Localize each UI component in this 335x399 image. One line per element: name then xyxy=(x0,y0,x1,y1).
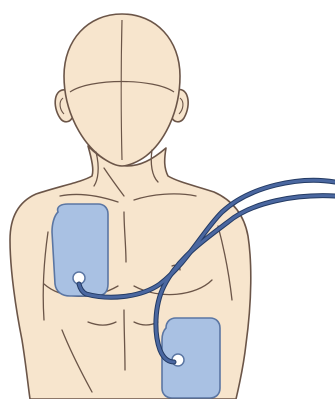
defibrillator-pad-lower-left-side xyxy=(162,318,220,398)
head xyxy=(55,14,188,166)
pad-lower-shape xyxy=(162,318,220,398)
